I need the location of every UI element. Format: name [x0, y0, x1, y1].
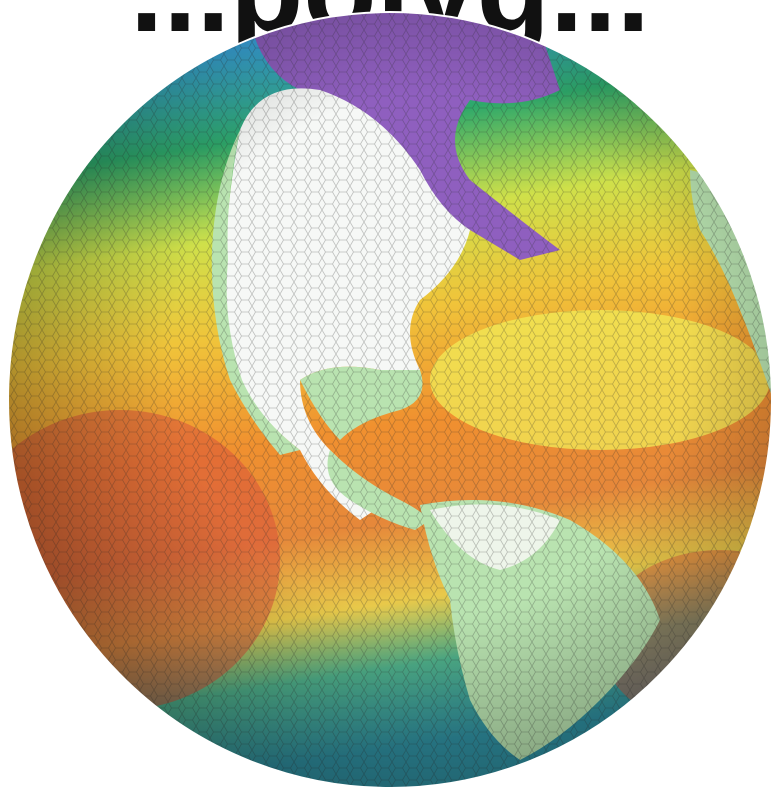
- globe-outline: [7, 11, 773, 789]
